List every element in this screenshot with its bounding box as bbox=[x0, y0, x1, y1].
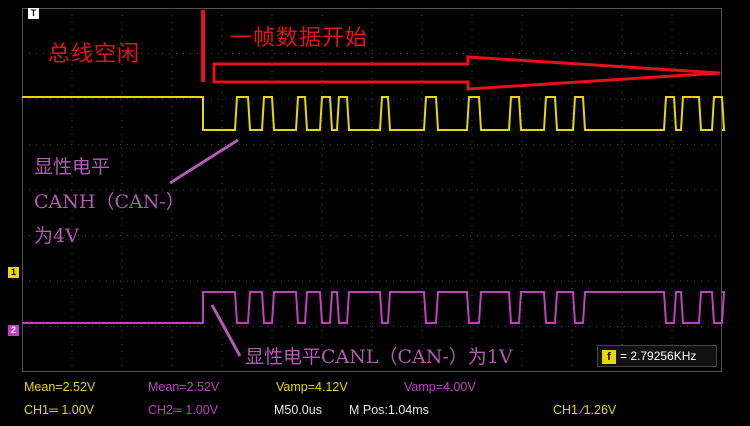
trigger-setting: CH1 ∕1.26V bbox=[553, 403, 617, 417]
ch2-level-marker: 2 bbox=[8, 325, 19, 336]
trigger-position-marker: T bbox=[28, 8, 39, 19]
frequency-value: = 2.79256KHz bbox=[620, 349, 697, 363]
canh-annotation-line1: 显性电平 bbox=[34, 156, 111, 178]
frame-start-arrow bbox=[212, 55, 721, 91]
ch1-scale: CH1═ 1.00V bbox=[24, 403, 95, 417]
bus-idle-annotation: 总线空闲 bbox=[48, 42, 141, 67]
graticule-grid bbox=[22, 8, 722, 372]
canh-pointer-line bbox=[169, 138, 239, 185]
ch1-waveform bbox=[22, 96, 726, 131]
timebase: M50.0us bbox=[274, 403, 322, 417]
canl-annotation: 显性电平CANL（CAN-）为1V bbox=[245, 346, 513, 368]
frequency-icon: f bbox=[602, 349, 616, 364]
canh-annotation-line2: CANH（CAN-） bbox=[34, 191, 185, 213]
ch2-vamp-measurement: Vamp=4.00V bbox=[404, 380, 476, 394]
frequency-readout: f = 2.79256KHz bbox=[597, 345, 717, 367]
canh-annotation-line3: 为4V bbox=[34, 225, 79, 247]
ch1-level-marker: 1 bbox=[8, 267, 19, 278]
ch2-mean-measurement: Mean=2.52V bbox=[148, 380, 220, 394]
ch1-vamp-measurement: Vamp=4.12V bbox=[276, 380, 348, 394]
ch2-scale: CH2═ 1.00V bbox=[148, 403, 219, 417]
horizontal-position: M Pos:1.04ms bbox=[349, 403, 429, 417]
frame-start-annotation: 一帧数据开始 bbox=[230, 26, 369, 51]
measurement-status-bar: Mean=2.52V Mean=2.52V Vamp=4.12V Vamp=4.… bbox=[0, 376, 750, 426]
ch2-waveform bbox=[22, 291, 726, 324]
canl-pointer-line bbox=[210, 304, 242, 357]
ch1-mean-measurement: Mean=2.52V bbox=[24, 380, 96, 394]
